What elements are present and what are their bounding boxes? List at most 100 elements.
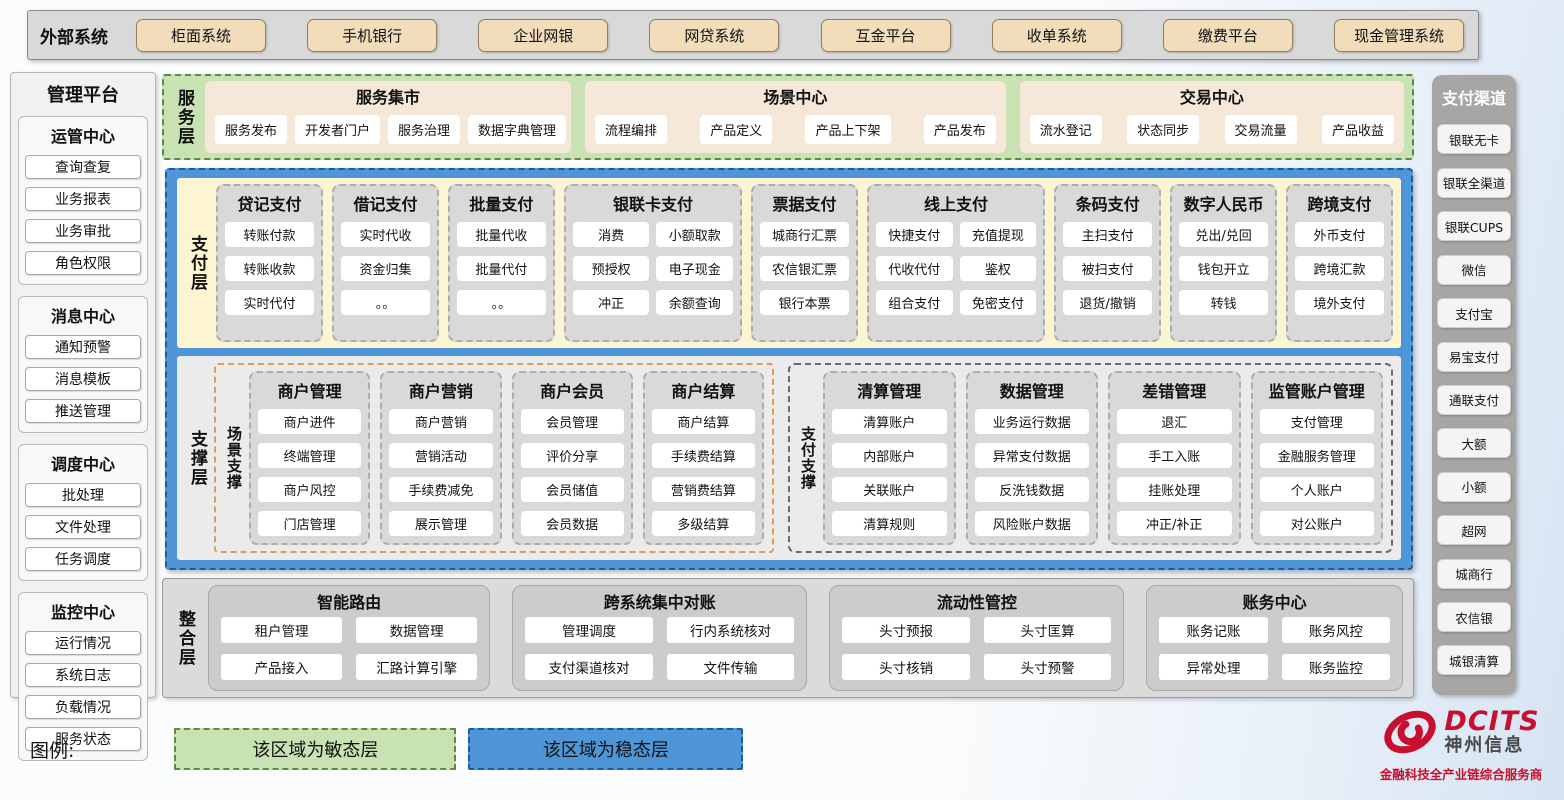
module-button[interactable]: 被扫支付	[1063, 256, 1153, 281]
module-button[interactable]: 运行情况	[25, 631, 141, 655]
module-button[interactable]: 关联账户	[832, 477, 947, 502]
module-button[interactable]: 对公账户	[1259, 511, 1374, 536]
module-button[interactable]: 产品定义	[700, 115, 773, 144]
module-button[interactable]: 展示管理	[389, 511, 493, 536]
module-button[interactable]: 产品收益	[1321, 115, 1394, 144]
module-button[interactable]: 服务状态	[25, 727, 141, 751]
module-button[interactable]: 营销费结算	[651, 477, 755, 502]
payment-channel-button[interactable]: 超网	[1437, 515, 1511, 546]
module-button[interactable]: 业务审批	[25, 219, 141, 243]
module-button[interactable]: 钱包开立	[1179, 256, 1269, 281]
external-system-button[interactable]: 收单系统	[991, 18, 1122, 52]
module-button[interactable]: 。。	[456, 290, 546, 315]
module-button[interactable]: 充值提现	[959, 222, 1037, 247]
module-button[interactable]: 资金归集	[340, 256, 430, 281]
module-button[interactable]: 商户进件	[258, 409, 362, 434]
module-button[interactable]: 数据管理	[356, 617, 478, 643]
payment-channel-button[interactable]: 微信	[1437, 254, 1511, 285]
module-button[interactable]: 冲正/补正	[1117, 511, 1232, 536]
module-button[interactable]: 鉴权	[959, 256, 1037, 281]
module-button[interactable]: 交易流量	[1224, 115, 1297, 144]
module-button[interactable]: 产品上下架	[805, 115, 891, 144]
payment-channel-button[interactable]: 支付宝	[1437, 298, 1511, 329]
external-system-button[interactable]: 网贷系统	[649, 18, 780, 52]
module-button[interactable]: 农信银汇票	[760, 256, 849, 281]
module-button[interactable]: 头寸核销	[842, 654, 970, 680]
payment-channel-button[interactable]: 小额	[1437, 471, 1511, 502]
module-button[interactable]: 退汇	[1117, 409, 1232, 434]
module-button[interactable]: 账务风控	[1281, 617, 1390, 643]
module-button[interactable]: 兑出/兑回	[1179, 222, 1269, 247]
payment-channel-button[interactable]: 易宝支付	[1437, 341, 1511, 372]
module-button[interactable]: 账务记账	[1159, 617, 1268, 643]
module-button[interactable]: 城商行汇票	[760, 222, 849, 247]
module-button[interactable]: 代收代付	[876, 256, 953, 281]
module-button[interactable]: 跨境汇款	[1295, 256, 1385, 281]
module-button[interactable]: 开发者门户	[295, 115, 381, 144]
module-button[interactable]: 转账付款	[225, 222, 314, 247]
module-button[interactable]: 账务监控	[1281, 654, 1390, 680]
module-button[interactable]: 产品发布	[923, 115, 996, 144]
module-button[interactable]: 冲正	[572, 290, 650, 315]
module-button[interactable]: 任务调度	[25, 547, 141, 571]
module-button[interactable]: 境外支付	[1295, 290, 1385, 315]
module-button[interactable]: 多级结算	[651, 511, 755, 536]
module-button[interactable]: 产品接入	[221, 654, 343, 680]
module-button[interactable]: 负载情况	[25, 695, 141, 719]
module-button[interactable]: 组合支付	[876, 290, 953, 315]
module-button[interactable]: 批处理	[25, 483, 141, 507]
module-button[interactable]: 终端管理	[258, 443, 362, 468]
module-button[interactable]: 反洗钱数据	[974, 477, 1089, 502]
module-button[interactable]: 文件处理	[25, 515, 141, 539]
module-button[interactable]: 金融服务管理	[1259, 443, 1374, 468]
external-system-button[interactable]: 缴费平台	[1162, 18, 1293, 52]
module-button[interactable]: 预授权	[572, 256, 650, 281]
module-button[interactable]: 流程编排	[595, 115, 668, 144]
payment-channel-button[interactable]: 银联全渠道	[1437, 167, 1511, 198]
external-system-button[interactable]: 手机银行	[307, 18, 438, 52]
module-button[interactable]: 商户营销	[389, 409, 493, 434]
payment-channel-button[interactable]: 大额	[1437, 428, 1511, 459]
external-system-button[interactable]: 柜面系统	[136, 18, 266, 52]
module-button[interactable]: 业务报表	[25, 187, 141, 211]
module-button[interactable]: 角色权限	[25, 251, 141, 275]
module-button[interactable]: 实时代付	[225, 290, 314, 315]
module-button[interactable]: 营销活动	[389, 443, 493, 468]
module-button[interactable]: 银行本票	[760, 290, 849, 315]
module-button[interactable]: 清算账户	[832, 409, 947, 434]
module-button[interactable]: 免密支付	[959, 290, 1037, 315]
module-button[interactable]: 查询查复	[25, 155, 141, 179]
module-button[interactable]: 商户结算	[651, 409, 755, 434]
payment-channel-button[interactable]: 通联支付	[1437, 384, 1511, 415]
external-system-button[interactable]: 互金平台	[820, 18, 951, 52]
module-button[interactable]: 异常支付数据	[974, 443, 1089, 468]
module-button[interactable]: 异常处理	[1159, 654, 1268, 680]
module-button[interactable]: 转钱	[1179, 290, 1269, 315]
module-button[interactable]: 手工入账	[1117, 443, 1232, 468]
module-button[interactable]: 。。	[340, 290, 430, 315]
payment-channel-button[interactable]: 城商行	[1437, 558, 1511, 589]
module-button[interactable]: 批量代收	[456, 222, 546, 247]
module-button[interactable]: 文件传输	[666, 654, 795, 680]
module-button[interactable]: 快捷支付	[876, 222, 953, 247]
module-button[interactable]: 头寸匡算	[983, 617, 1112, 643]
module-button[interactable]: 退货/撤销	[1063, 290, 1153, 315]
module-button[interactable]: 电子现金	[656, 256, 734, 281]
external-system-button[interactable]: 现金管理系统	[1333, 18, 1464, 52]
module-button[interactable]: 风险账户数据	[974, 511, 1089, 536]
module-button[interactable]: 门店管理	[258, 511, 362, 536]
module-button[interactable]: 汇路计算引擎	[356, 654, 478, 680]
module-button[interactable]: 实时代收	[340, 222, 430, 247]
payment-channel-button[interactable]: 银联无卡	[1437, 124, 1511, 155]
module-button[interactable]: 服务发布	[215, 115, 288, 144]
module-button[interactable]: 个人账户	[1259, 477, 1374, 502]
module-button[interactable]: 流水登记	[1029, 115, 1102, 144]
module-button[interactable]: 商户风控	[258, 477, 362, 502]
module-button[interactable]: 批量代付	[456, 256, 546, 281]
module-button[interactable]: 转账收款	[225, 256, 314, 281]
module-button[interactable]: 消息模板	[25, 367, 141, 391]
module-button[interactable]: 主扫支付	[1063, 222, 1153, 247]
module-button[interactable]: 租户管理	[221, 617, 343, 643]
module-button[interactable]: 管理调度	[525, 617, 653, 643]
module-button[interactable]: 清算规则	[832, 511, 947, 536]
